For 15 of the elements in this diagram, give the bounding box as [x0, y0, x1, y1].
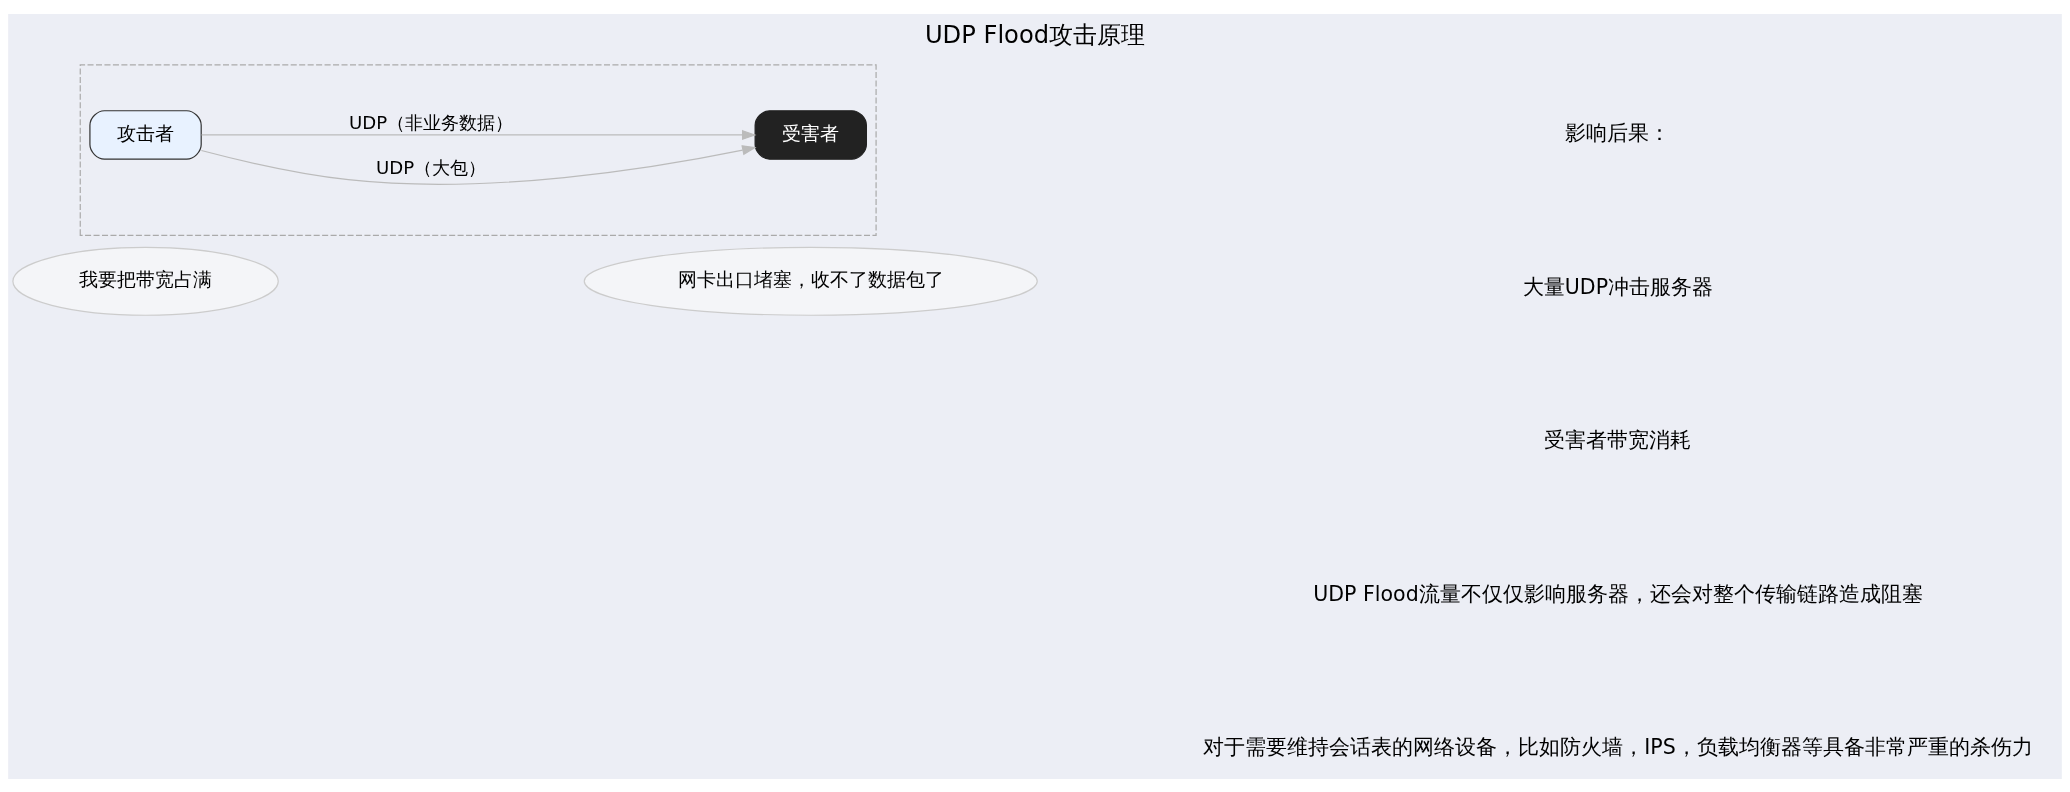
label: 对于需要维持会话表的网络设备，比如防火墙，IPS，负载均衡器等具备非常严重的杀伤力 [1203, 734, 2033, 759]
node-ellipse: 我要把带宽占满 [12, 246, 279, 316]
label: 受害者带宽消耗 [1544, 427, 1692, 452]
node-box: 攻击者 [89, 109, 202, 160]
edge-label: UDP（非业务数据） [349, 111, 514, 133]
label: 影响后果： [1565, 120, 1671, 145]
diagram-title: UDP Flood攻击原理 [924, 20, 1146, 49]
node-box: 受害者 [754, 109, 867, 160]
node-ellipse: 网卡出口堵塞，收不了数据包了 [583, 246, 1038, 316]
arrow [200, 144, 757, 185]
label: UDP Flood流量不仅仅影响服务器，还会对整个传输链路造成阻塞 [1313, 581, 1923, 606]
edge-label: UDP（大包） [376, 156, 487, 178]
arrow [200, 129, 757, 140]
label: 大量UDP冲击服务器 [1522, 274, 1714, 299]
cluster [79, 63, 877, 236]
